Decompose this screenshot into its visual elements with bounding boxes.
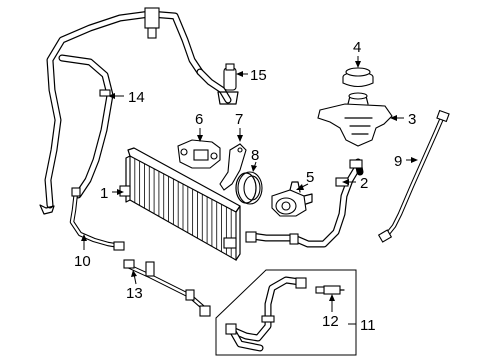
leader-lines	[81, 56, 418, 325]
part-9-reservoir-hose	[377, 109, 450, 243]
part-3-expansion-reservoir	[317, 92, 393, 147]
part-7-strap-bracket	[219, 143, 247, 191]
callout-11: 11	[360, 317, 376, 334]
part-13-coolant-tube	[123, 259, 211, 317]
callout-14: 14	[128, 89, 145, 106]
callout-7: 7	[235, 111, 243, 128]
part-5-electric-pump	[271, 181, 313, 217]
part-6-bracket	[177, 139, 221, 169]
part-15-connector	[196, 63, 239, 105]
callout-numbers: 1 2 3 4 5 6 7 8 9 10 11 12 13 14 15	[74, 39, 416, 334]
callout-13: 13	[126, 285, 143, 302]
callout-8: 8	[251, 147, 259, 164]
part-11-hose-assembly	[215, 269, 357, 356]
part-1-radiator	[119, 147, 241, 261]
part-8-seal-ring	[235, 171, 263, 205]
part-12-fitting	[315, 285, 345, 295]
part-14-upper-hose	[39, 7, 204, 215]
callout-12: 12	[322, 313, 339, 330]
callout-1: 1	[100, 185, 108, 202]
radiator-fins	[134, 158, 232, 258]
callout-3: 3	[408, 111, 416, 128]
callout-15: 15	[250, 67, 267, 84]
part-4-reservoir-cap	[342, 67, 374, 88]
callout-6: 6	[195, 111, 203, 128]
part-10-coolant-hose	[69, 187, 125, 251]
callout-9: 9	[394, 153, 402, 170]
callout-4: 4	[353, 39, 361, 56]
callout-10: 10	[74, 253, 91, 270]
callout-2: 2	[360, 175, 368, 192]
callout-5: 5	[306, 169, 314, 186]
